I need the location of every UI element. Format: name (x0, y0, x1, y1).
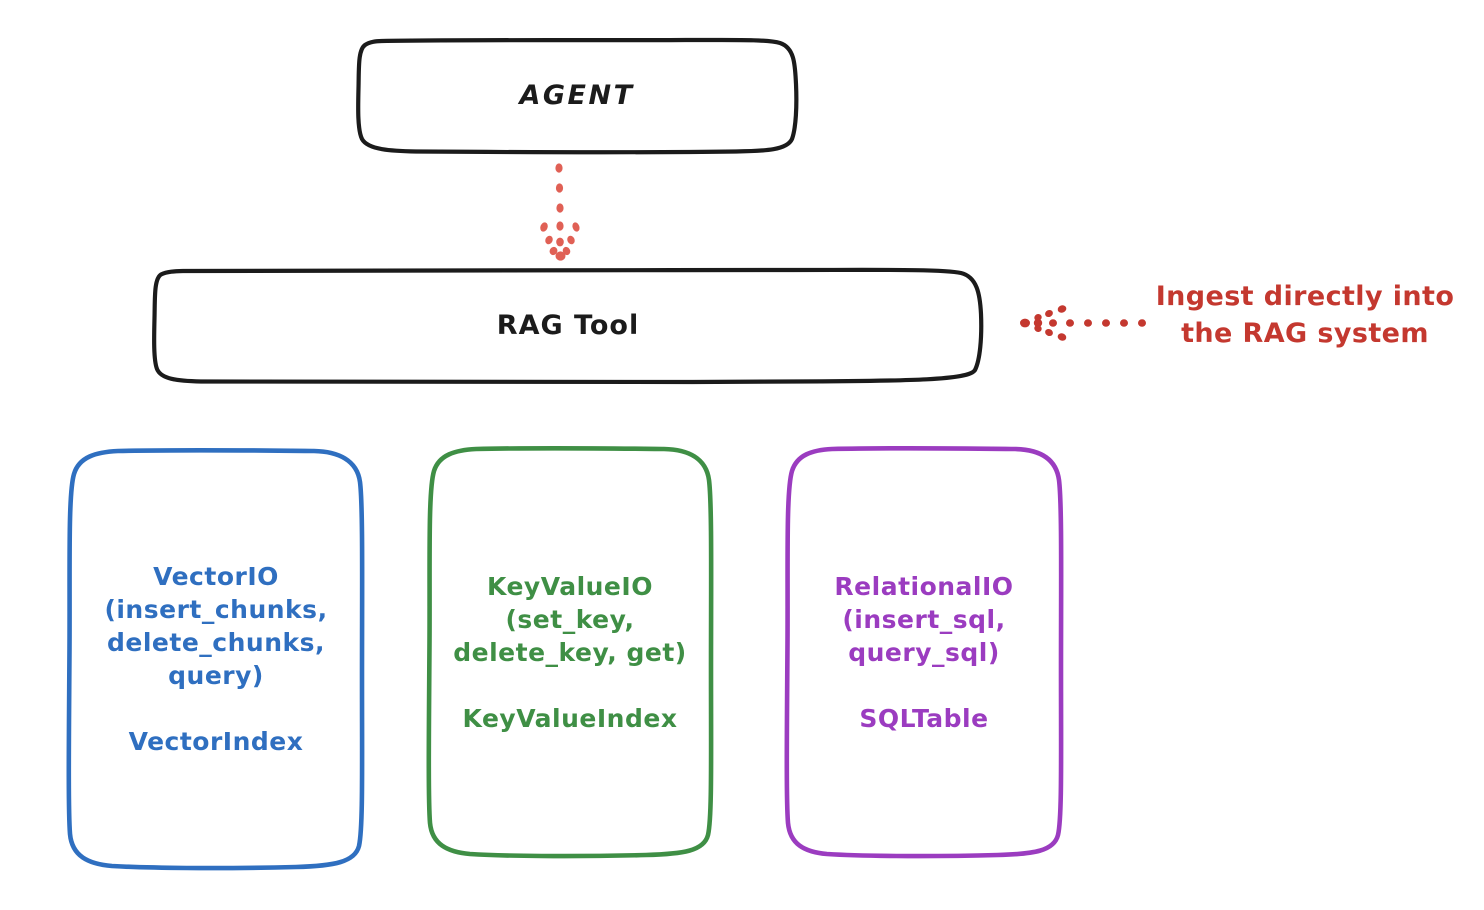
edge-ingest-arrow (1020, 305, 1146, 341)
node-vector-io-label: VectorIO (insert_chunks, delete_chunks, … (104, 562, 328, 756)
node-key-value-io-label: KeyValueIO (set_key, delete_key, get) Ke… (453, 571, 687, 733)
node-key-value-io[interactable]: KeyValueIO (set_key, delete_key, get) Ke… (426, 445, 714, 859)
node-agent-inner: AGENT (509, 78, 644, 114)
node-relational-io-inner: RelationalIO (insert_sql, query_sql) SQL… (824, 570, 1023, 735)
node-vector-io-inner: VectorIO (insert_chunks, delete_chunks, … (94, 560, 337, 758)
edge-agent-to-rag-tool (540, 163, 580, 261)
node-agent-label: AGENT (519, 80, 635, 112)
node-key-value-io-inner: KeyValueIO (set_key, delete_key, get) Ke… (443, 570, 696, 735)
node-relational-io[interactable]: RelationalIO (insert_sql, query_sql) SQL… (784, 445, 1064, 859)
node-agent[interactable]: AGENT (356, 37, 799, 155)
node-rag-tool-inner: RAG Tool (487, 308, 649, 344)
node-rag-tool[interactable]: RAG Tool (152, 267, 984, 385)
node-rag-tool-label: RAG Tool (496, 310, 640, 342)
node-vector-io[interactable]: VectorIO (insert_chunks, delete_chunks, … (66, 447, 366, 871)
annotation-ingest-note: Ingest directly into the RAG system (1155, 281, 1455, 350)
node-relational-io-label: RelationalIO (insert_sql, query_sql) SQL… (834, 571, 1014, 733)
